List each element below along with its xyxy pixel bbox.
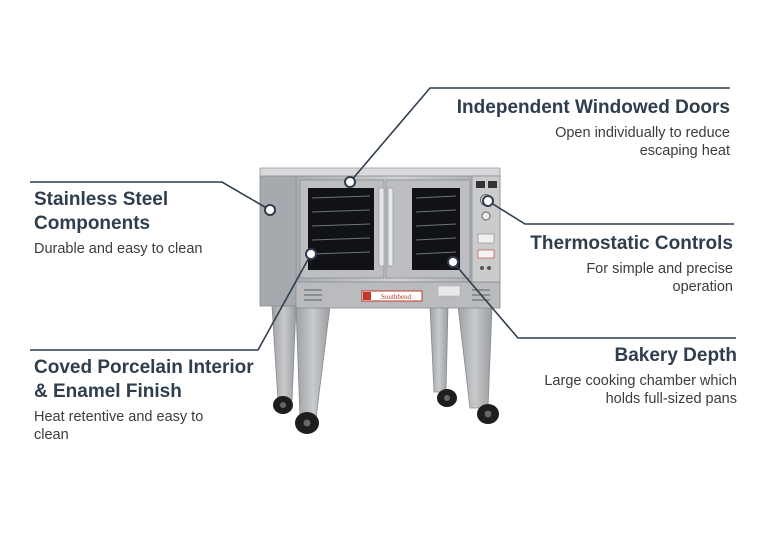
callout-doors: Independent Windowed Doors Open individu… xyxy=(457,96,730,160)
leader-lines xyxy=(30,87,736,351)
porcelain-marker-dot xyxy=(305,248,317,260)
brand-plate-text: Southbend xyxy=(381,293,411,301)
callout-porcelain: Coved Porcelain Interior & Enamel Finish… xyxy=(34,356,254,444)
callout-bakery-title: Bakery Depth xyxy=(614,345,738,366)
callout-porcelain-desc: Heat retentive and easy to clean xyxy=(34,409,204,443)
callout-steel: Stainless Steel Components Durable and e… xyxy=(34,188,202,258)
callout-bakery: Bakery Depth Large cooking chamber which… xyxy=(544,344,737,408)
oven-casters xyxy=(273,389,499,434)
callout-bakery-desc: Large cooking chamber which holds full-s… xyxy=(544,373,737,407)
callout-doors-desc: Open individually to reduce escaping hea… xyxy=(555,125,730,159)
callout-thermo-title: Thermostatic Controls xyxy=(530,233,733,254)
callout-porcelain-title: Coved Porcelain Interior & Enamel Finish xyxy=(34,357,254,402)
callout-thermo: Thermostatic Controls For simple and pre… xyxy=(530,232,733,296)
callout-doors-title: Independent Windowed Doors xyxy=(456,97,730,118)
control-panel xyxy=(471,175,501,283)
callout-steel-title: Stainless Steel Components xyxy=(34,189,169,234)
doors-marker-dot xyxy=(344,176,356,188)
callout-thermo-desc: For simple and precise operation xyxy=(586,261,733,295)
steel-marker-dot xyxy=(264,204,276,216)
bakery-marker-dot xyxy=(447,256,459,268)
callout-steel-desc: Durable and easy to clean xyxy=(34,241,203,257)
oven-legs xyxy=(271,305,493,419)
thermo-marker-dot xyxy=(482,195,494,207)
